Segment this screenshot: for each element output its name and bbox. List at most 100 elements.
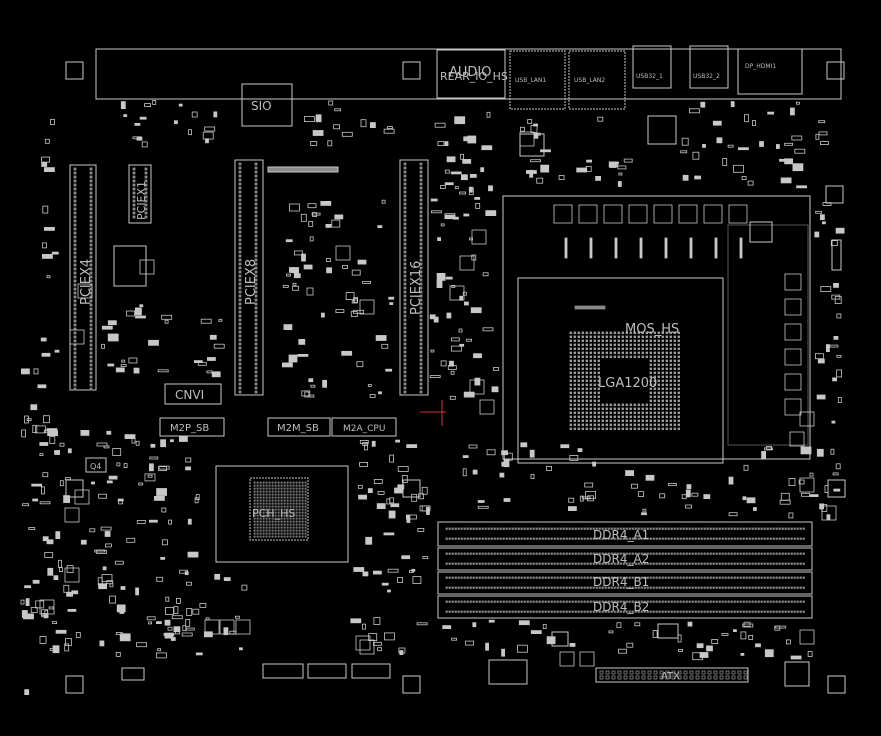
socket-pad [593, 331, 597, 335]
passive-component [350, 618, 362, 624]
dimm-pin [538, 576, 541, 579]
atx-pin [647, 670, 652, 675]
bga-ball [283, 529, 286, 532]
passive-component [59, 480, 64, 487]
dimm-pin [616, 562, 619, 565]
slot-pin [89, 307, 93, 311]
socket-pad [653, 355, 657, 359]
dimm-pin [586, 552, 589, 555]
bga-ball [298, 526, 301, 529]
passive-component [527, 119, 533, 124]
dimm-pin [535, 562, 538, 565]
dimm-pin [445, 552, 448, 555]
bga-ball [268, 490, 271, 493]
dimm-pin [784, 586, 787, 589]
dimm-pin [622, 600, 625, 603]
passive-component [24, 689, 30, 695]
passive-component [691, 492, 699, 497]
passive-component [546, 636, 556, 645]
dimm-pin [628, 537, 631, 540]
dimm-pin [583, 537, 586, 540]
slot-pin [238, 350, 242, 354]
slot-pin [403, 390, 407, 394]
passive-component [53, 575, 59, 581]
dimm-pin [778, 562, 781, 565]
socket-pad [657, 423, 661, 427]
dimm-pin [715, 552, 718, 555]
passive-component [300, 213, 307, 222]
passive-component [740, 653, 745, 656]
socket-pad [581, 415, 585, 419]
passive-component [32, 498, 39, 502]
slot-pin [89, 187, 93, 191]
passive-component [309, 394, 315, 398]
dimm-pin [460, 527, 463, 530]
pciex8-slot [234, 159, 264, 396]
dimm-pin [730, 527, 733, 530]
bga-ball [301, 481, 304, 484]
bga-ball [262, 535, 265, 538]
bga-ball [259, 529, 262, 532]
socket-pad [645, 355, 649, 359]
pciex16-label: PCIEX16 [409, 261, 424, 315]
dimm-pin [523, 527, 526, 530]
atx-pin [737, 675, 742, 680]
bga-ball [256, 529, 259, 532]
slot-pin [419, 210, 423, 214]
slot-pin [238, 390, 242, 394]
ddr4-a2-slot [437, 547, 813, 571]
passive-component [477, 500, 485, 503]
passive-component [798, 479, 805, 485]
dimm-pin [505, 552, 508, 555]
bga-ball [262, 505, 265, 508]
dimm-pin [445, 576, 448, 579]
slot-pin [419, 386, 423, 390]
slot-pin [238, 258, 242, 262]
dimm-pin [463, 586, 466, 589]
socket-pad [597, 339, 601, 343]
dimm-pin [757, 586, 760, 589]
passive-component [195, 652, 203, 656]
dimm-pin [637, 586, 640, 589]
dimm-pin [649, 610, 652, 613]
socket-pad [649, 363, 653, 367]
bga-ball [265, 484, 268, 487]
passive-component [120, 586, 126, 590]
slot-pin [89, 231, 93, 235]
passive-component [462, 455, 469, 459]
dimm-pin [559, 610, 562, 613]
dimm-pin [724, 562, 727, 565]
reference-marker [420, 400, 446, 426]
passive-component [465, 640, 475, 646]
socket-pad [669, 419, 673, 423]
passive-component [440, 360, 447, 367]
socket-pad [613, 427, 617, 431]
dimm-pin [478, 537, 481, 540]
passive-component [205, 138, 209, 144]
dimm-pin [481, 586, 484, 589]
dimm-pin [721, 576, 724, 579]
bga-ball [271, 520, 274, 523]
slot-pin [403, 358, 407, 362]
q4-box [85, 457, 107, 473]
socket-pad [641, 419, 645, 423]
passive-component [397, 577, 404, 583]
passive-component [147, 474, 153, 478]
dimm-pin [556, 527, 559, 530]
socket-pad [573, 407, 577, 411]
dimm-pin [667, 600, 670, 603]
socket-pad [589, 363, 593, 367]
bga-ball [298, 487, 301, 490]
passive-component [711, 639, 719, 644]
socket-pad [661, 403, 665, 407]
slot-pin [419, 306, 423, 310]
dimm-pin [595, 600, 598, 603]
passive-component [59, 567, 63, 572]
dimm-pin [766, 537, 769, 540]
dimm-pin [601, 537, 604, 540]
vrm-choke [603, 204, 623, 224]
dimm-pin [754, 527, 757, 530]
passive-component [475, 202, 481, 209]
bga-ball [274, 496, 277, 499]
dimm-pin [505, 537, 508, 540]
